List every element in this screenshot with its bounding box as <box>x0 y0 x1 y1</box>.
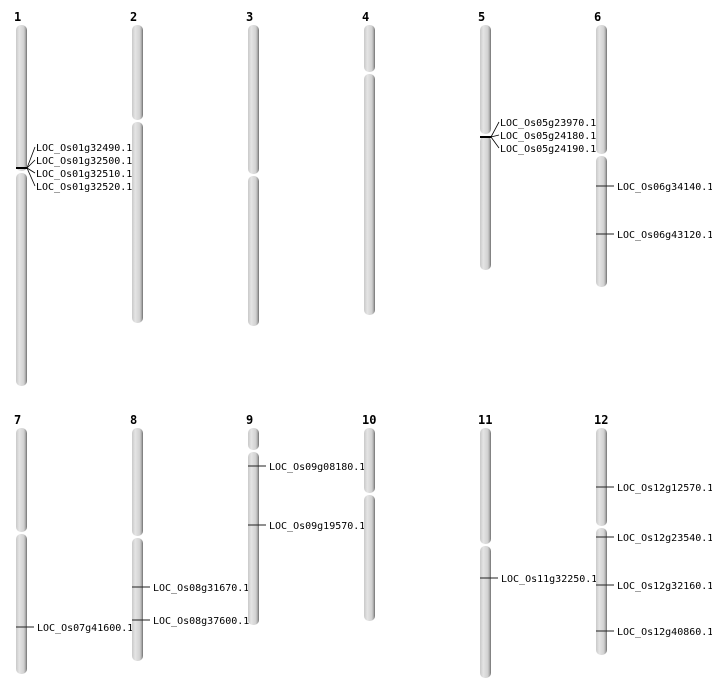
gene-connector <box>26 159 36 169</box>
chromosome-number: 9 <box>246 413 253 427</box>
chromosome-short-arm <box>132 25 143 120</box>
chromosome-long-arm <box>596 528 607 655</box>
gene-connector <box>490 134 500 138</box>
chromosome-short-arm <box>132 428 143 536</box>
chromosome-short-arm <box>364 428 375 493</box>
chromosome-long-arm <box>132 122 143 323</box>
chromosome-short-arm <box>16 25 27 171</box>
chromosome-long-arm <box>248 176 259 326</box>
chromosome-long-arm <box>596 156 607 287</box>
gene-label: LOC_Os09g08180.1 <box>269 462 365 473</box>
chromosome-short-arm <box>364 25 375 72</box>
chromosome-1: 1LOC_Os01g32490.1LOC_Os01g32500.1LOC_Os0… <box>14 10 132 386</box>
chromosome-short-arm <box>248 428 259 450</box>
gene-label: LOC_Os06g34140.1 <box>617 182 712 193</box>
chromosome-number: 8 <box>130 413 137 427</box>
chromosome-3: 3 <box>246 10 259 326</box>
gene-label: LOC_Os12g40860.1 <box>617 627 712 638</box>
gene-label: LOC_Os08g31670.1 <box>153 583 249 594</box>
chromosome-number: 12 <box>594 413 608 427</box>
chromosome-number: 2 <box>130 10 137 24</box>
chromosome-short-arm <box>480 428 491 544</box>
gene-label: LOC_Os08g37600.1 <box>153 616 249 627</box>
gene-label: LOC_Os12g32160.1 <box>617 581 712 592</box>
chromosome-long-arm <box>248 452 259 625</box>
gene-label: LOC_Os01g32510.1 <box>36 169 132 180</box>
chromosome-5: 5LOC_Os05g23970.1LOC_Os05g24180.1LOC_Os0… <box>478 10 596 270</box>
chromosome-4: 4 <box>362 10 375 315</box>
gene-label: LOC_Os12g12570.1 <box>617 483 712 494</box>
chromosome-number: 1 <box>14 10 21 24</box>
chromosome-number: 5 <box>478 10 485 24</box>
gene-label: LOC_Os12g23540.1 <box>617 533 712 544</box>
gene-connector <box>490 121 500 138</box>
gene-connector <box>490 136 500 149</box>
chromosome-short-arm <box>16 428 27 532</box>
chromosome-long-arm <box>480 546 491 678</box>
gene-connector <box>26 167 36 174</box>
gene-label: LOC_Os05g24190.1 <box>500 144 596 155</box>
chromosome-number: 10 <box>362 413 376 427</box>
gene-label: LOC_Os07g41600.1 <box>37 623 133 634</box>
chromosome-number: 4 <box>362 10 369 24</box>
gene-label: LOC_Os05g24180.1 <box>500 131 596 142</box>
chromosome-short-arm <box>248 25 259 174</box>
gene-label: LOC_Os01g32490.1 <box>36 143 132 154</box>
chromosome-10: 10 <box>362 413 376 621</box>
gene-label: LOC_Os09g19570.1 <box>269 521 365 532</box>
chromosome-number: 11 <box>478 413 492 427</box>
chromosome-short-arm <box>480 25 491 134</box>
chromosome-short-arm <box>596 25 607 154</box>
gene-connector <box>26 167 36 187</box>
gene-label: LOC_Os01g32500.1 <box>36 156 132 167</box>
chromosome-number: 7 <box>14 413 21 427</box>
chromosome-long-arm <box>132 538 143 661</box>
chromosome-long-arm <box>364 74 375 315</box>
chromosome-number: 6 <box>594 10 601 24</box>
chromosome-2: 2 <box>130 10 143 323</box>
chromosome-short-arm <box>596 428 607 526</box>
gene-label: LOC_Os01g32520.1 <box>36 182 132 193</box>
chromosome-long-arm <box>16 534 27 674</box>
chromosome-long-arm <box>16 173 27 386</box>
chromosome-12: 12LOC_Os12g12570.1LOC_Os12g23540.1LOC_Os… <box>594 413 712 655</box>
chromosome-number: 3 <box>246 10 253 24</box>
gene-label: LOC_Os06g43120.1 <box>617 230 712 241</box>
gene-label: LOC_Os05g23970.1 <box>500 118 596 129</box>
gene-connector <box>26 146 36 169</box>
chromosome-long-arm <box>480 136 491 270</box>
gene-label: LOC_Os11g32250.1 <box>501 574 597 585</box>
chromosome-long-arm <box>364 495 375 621</box>
